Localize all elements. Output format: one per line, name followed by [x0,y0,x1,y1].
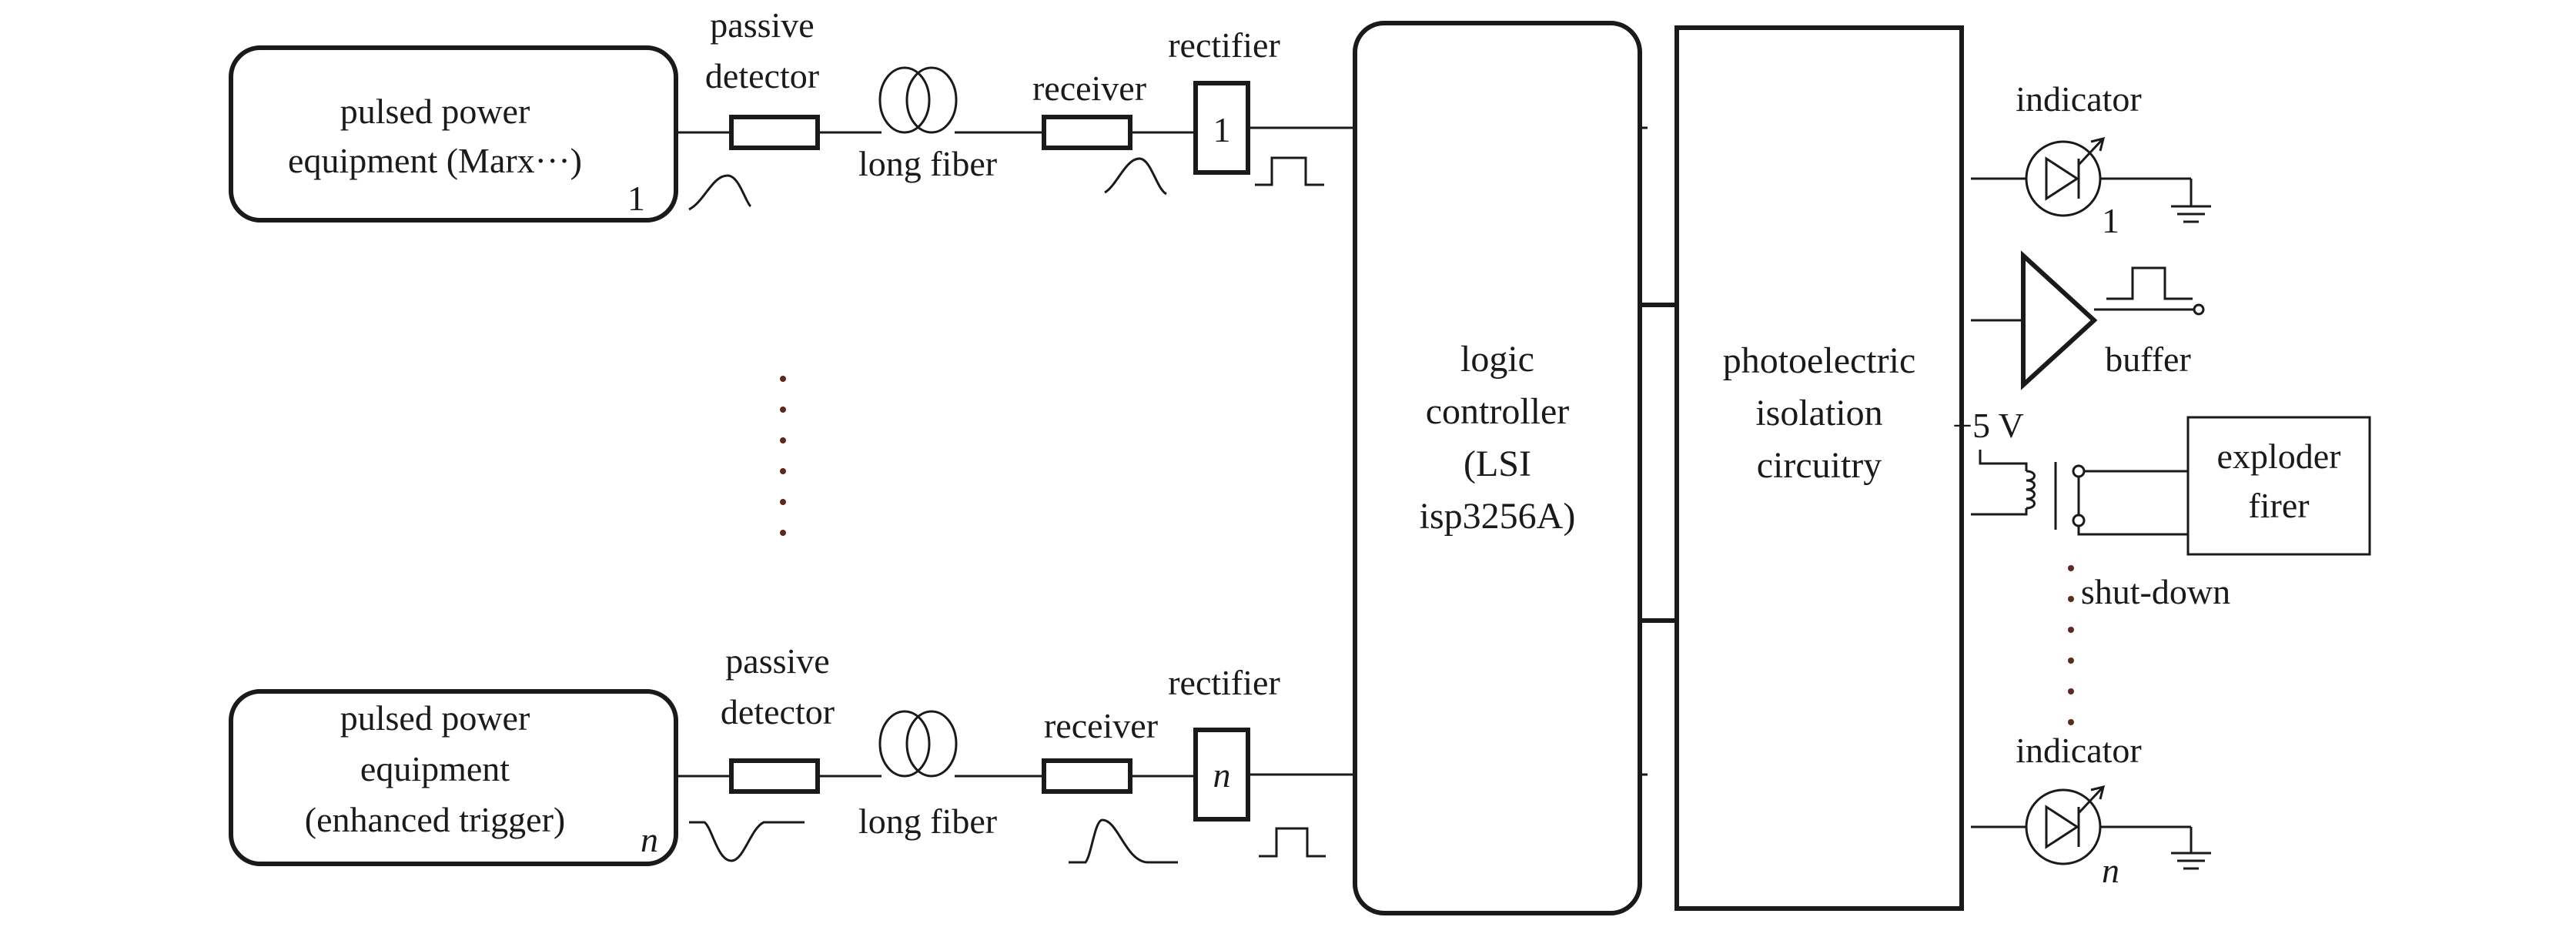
top-equipment-index: 1 [627,179,645,218]
bottom-rectifier-square-icon [1259,827,1326,858]
logic-label-2: controller [1426,391,1570,432]
logic-label-3: (LSI [1464,443,1531,484]
top-equipment-label-2: equipment (Marx···) [288,141,582,180]
isolation-block: photoelectric isolation circuitry [1674,25,1964,911]
bottom-equipment-label-3: (enhanced trigger) [305,800,565,839]
logic-label-1: logic [1460,339,1534,380]
bottom-equipment-label-2: equipment [360,749,510,788]
shutdown-label: shut-down [2081,572,2230,611]
indicator-bottom-label: indicator [2016,731,2142,770]
bottom-equipment-index: n [641,820,658,859]
isolation-box [1674,25,1964,911]
top-detector-label-2: detector [705,56,819,95]
top-equipment-box [229,45,678,223]
bottom-receiver-resistor [1042,758,1132,794]
top-detector-label-1: passive [710,5,814,45]
top-rectifier-square-icon [1255,156,1324,186]
top-rectifier-index: 1 [1213,110,1231,149]
relay-coil-icon [2026,470,2036,510]
relay-output: +5 V exploder firer shut-down [1952,406,2371,611]
bottom-fiber-coil-icon [878,710,958,778]
bottom-detector-label-2: detector [721,692,835,731]
logic-controller-block: logic controller (LSI isp3256A) [1353,21,1642,915]
logic-isolation-bus [1640,126,1677,776]
bottom-detector-resistor [729,758,820,794]
bottom-detector-label-1: passive [725,641,829,681]
top-detector-pulse-icon [688,174,752,211]
isolation-label-3: circuitry [1757,445,1882,486]
exploder-label-2: firer [2248,486,2309,525]
top-equipment-label-1: pulsed power [340,92,530,131]
buffer-square-icon [2106,266,2193,300]
top-detector-resistor [729,115,820,150]
bottom-equipment-label-1: pulsed power [340,698,530,738]
top-fiber-label: long fiber [858,144,997,183]
exploder-label-1: exploder [2217,437,2341,476]
top-receiver-pulse-icon [1104,157,1167,196]
bottom-receiver-label: receiver [1044,706,1158,745]
logic-controller-box [1353,21,1642,915]
supply-wire [1979,450,2028,471]
bottom-receiver-pulse-icon [1069,818,1178,864]
top-fiber-coil-icon [878,66,958,134]
bottom-equipment-box [229,689,678,866]
top-rectifier-label: rectifier [1168,25,1280,65]
bottom-channel: pulsed power equipment (enhanced trigger… [229,641,1355,866]
bottom-fiber-label: long fiber [858,802,997,841]
indicator-bottom-index: n [2102,851,2119,890]
top-receiver-label: receiver [1032,69,1146,108]
buffer-output: buffer [1971,250,2205,390]
channel-ellipsis-left [780,376,786,536]
indicator-top-label: indicator [2016,79,2142,119]
supply-label: +5 V [1952,406,2024,445]
bottom-rectifier-index: n [1213,755,1231,795]
indicator-top-index: 1 [2102,201,2119,240]
isolation-label-2: isolation [1755,393,1882,433]
top-channel: pulsed power equipment (Marx···) 1 passi… [229,5,1355,223]
bottom-detector-negative-pulse-icon [689,821,805,862]
exploder-box [2186,416,2371,556]
buffer-label: buffer [2105,340,2191,379]
isolation-label-1: photoelectric [1723,340,1916,381]
buffer-triangle-icon [2021,250,2098,390]
channel-ellipsis-right [2068,565,2074,725]
logic-label-4: isp3256A) [1420,496,1576,537]
indicator-bottom: indicator n [1971,731,2211,890]
indicator-top: indicator 1 [1971,79,2211,240]
top-receiver-resistor [1042,115,1132,150]
bottom-rectifier-label: rectifier [1168,663,1280,702]
